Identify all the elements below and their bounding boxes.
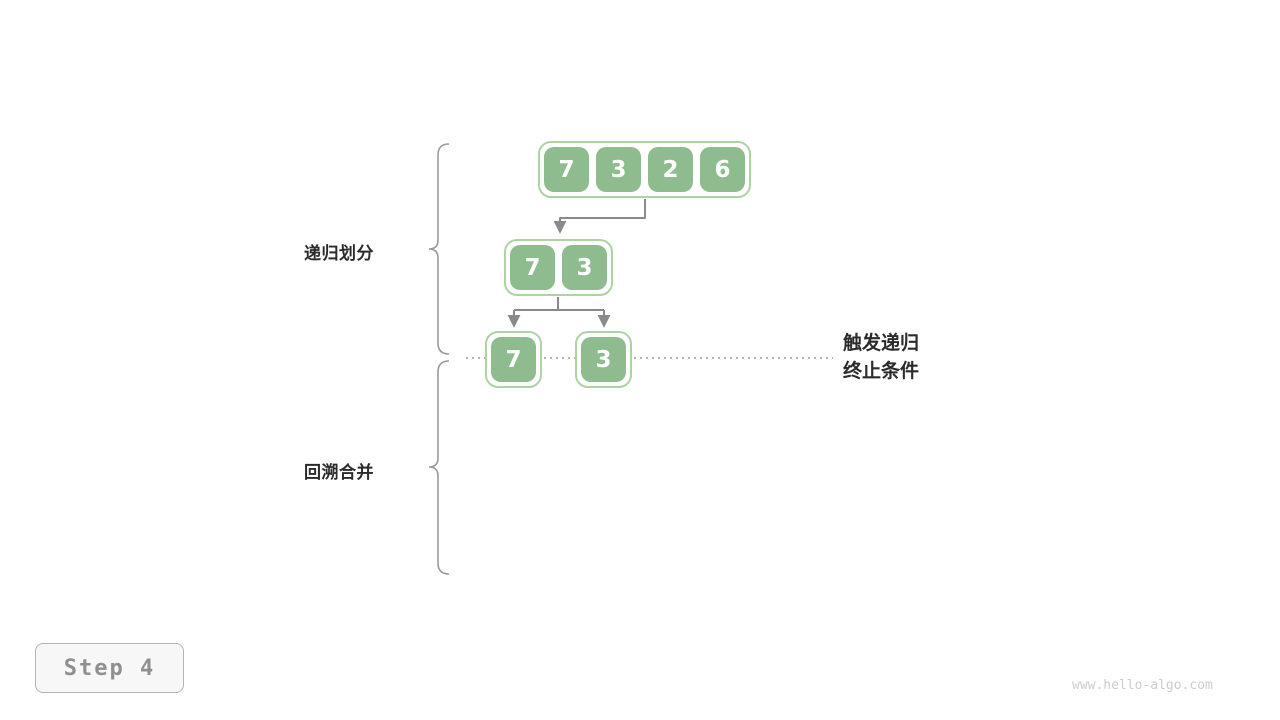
- step-badge: Step 4: [35, 643, 184, 693]
- termination-label-line1: 触发递归: [843, 333, 920, 354]
- array-group-level0: 7 3 2 6: [538, 141, 751, 198]
- array-group-level1: 7 3: [504, 239, 613, 296]
- merge-phase-label: 回溯合并: [304, 463, 374, 482]
- array-cell: 2: [648, 147, 693, 192]
- array-cell: 7: [544, 147, 589, 192]
- merge-brace: [428, 360, 450, 575]
- termination-label: 触发递归 终止条件: [843, 330, 919, 386]
- array-cell: 3: [596, 147, 641, 192]
- array-cell: 3: [581, 337, 626, 382]
- array-group-level2-right: 3: [575, 331, 632, 388]
- divide-brace: [428, 143, 450, 355]
- watermark: www.hello-algo.com: [1072, 678, 1213, 693]
- arrow-level0-to-level1: [553, 199, 646, 234]
- array-group-level2-left: 7: [485, 331, 542, 388]
- termination-label-line2: 终止条件: [843, 361, 920, 382]
- divide-phase-label: 递归划分: [304, 244, 374, 263]
- array-cell: 7: [491, 337, 536, 382]
- array-cell: 7: [510, 245, 555, 290]
- array-cell: 3: [562, 245, 607, 290]
- step-badge-label: Step 4: [63, 655, 156, 681]
- array-cell: 6: [700, 147, 745, 192]
